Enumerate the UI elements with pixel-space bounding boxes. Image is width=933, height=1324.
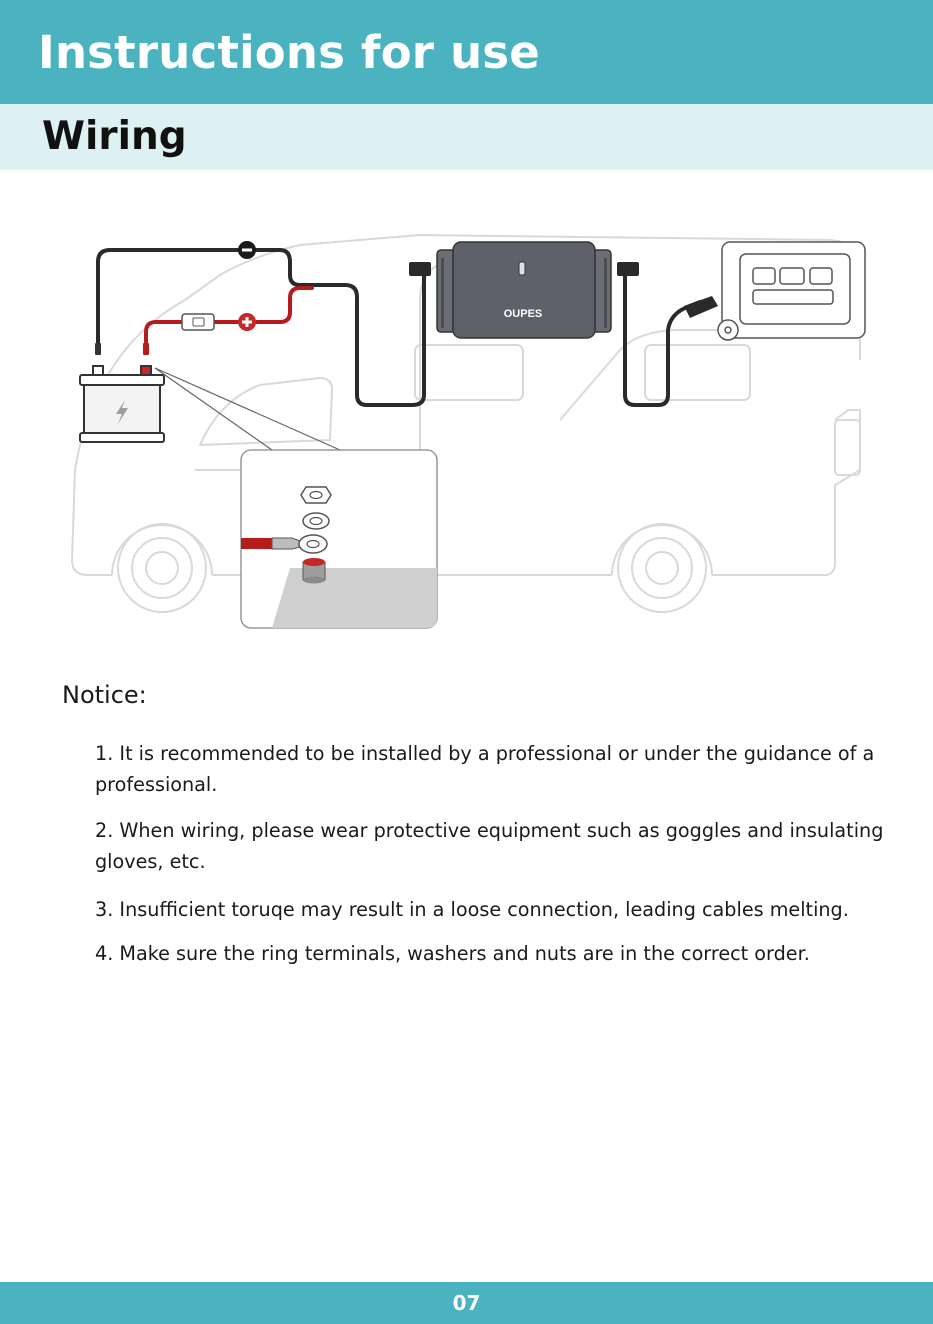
battery — [79, 365, 165, 443]
section-title: Wiring — [42, 114, 187, 159]
positive-terminal-symbol — [238, 313, 256, 331]
device-input-plug — [409, 262, 431, 276]
inline-fuse — [181, 313, 215, 331]
terminal-detail-zoom — [240, 449, 438, 629]
anderson-connector — [684, 296, 718, 318]
dc-charger-device: OUPES — [436, 241, 612, 339]
notice-item-2: 2. When wiring, please wear protective e… — [95, 819, 884, 873]
notice-item-3: 3. Insufficient toruqe may result in a l… — [95, 898, 849, 921]
page-number: 07 — [452, 1291, 481, 1315]
negative-cable — [96, 248, 426, 407]
notice-title: Notice: — [62, 681, 147, 709]
section-banner: Wiring — [0, 104, 933, 170]
positive-cable — [144, 286, 314, 345]
device-logo: OUPES — [504, 308, 543, 320]
output-cable — [623, 270, 702, 407]
notice-item-4: 4. Make sure the ring terminals, washers… — [95, 942, 810, 965]
ring-terminal — [241, 534, 328, 554]
wiring-diagram-svg: OUPES — [71, 234, 866, 629]
terminal-nut — [300, 486, 332, 504]
negative-terminal-symbol — [238, 241, 256, 259]
battery-post — [302, 558, 326, 584]
page-title: Instructions for use — [38, 26, 541, 79]
footer-banner: 07 — [0, 1282, 933, 1324]
device-output-plug — [617, 262, 639, 276]
portable-power-station — [717, 241, 866, 341]
lightning-bolt-icon — [116, 400, 128, 424]
terminal-washer — [302, 512, 330, 530]
battery-cable-lugs — [95, 343, 149, 355]
wiring-diagram: OUPES — [0, 170, 933, 650]
notice-item-1: 1. It is recommended to be installed by … — [95, 742, 875, 796]
zoom-callout-lines — [154, 367, 341, 451]
header-banner: Instructions for use — [0, 0, 933, 104]
